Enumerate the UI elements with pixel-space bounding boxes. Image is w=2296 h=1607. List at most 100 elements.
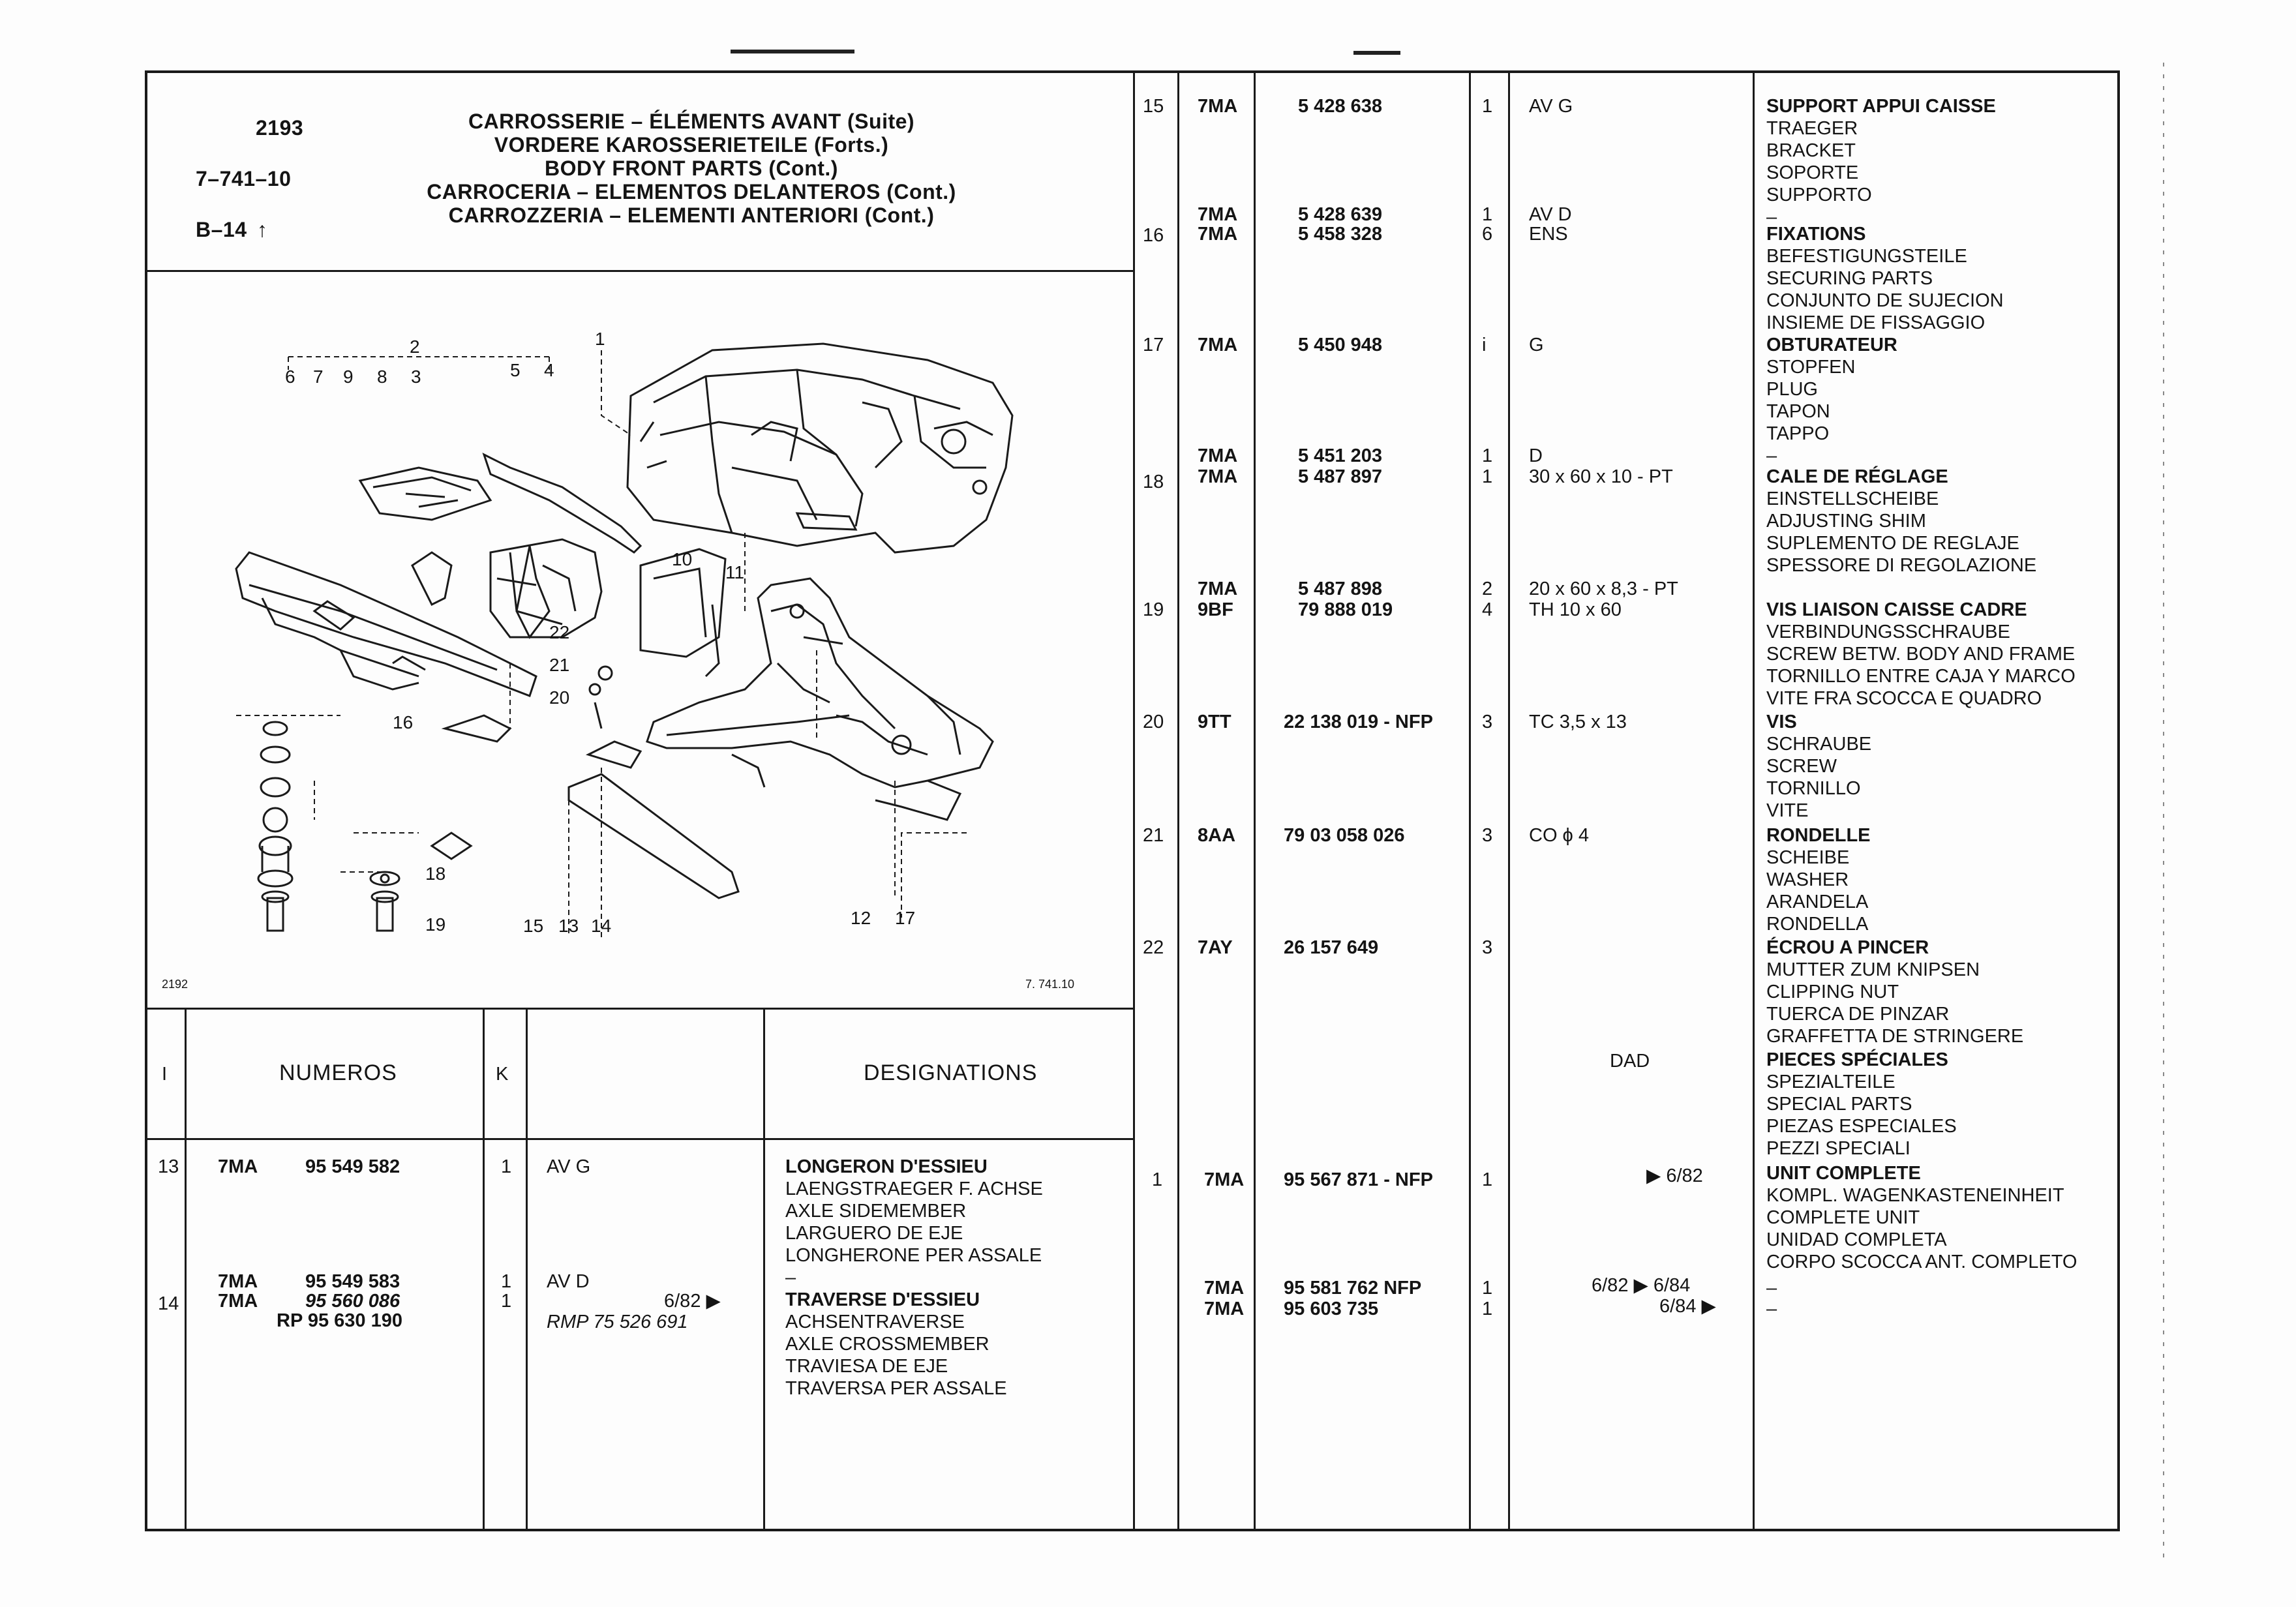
designation-es: TORNILLO ENTRE CAJA Y MARCO: [1766, 666, 2076, 687]
column-divider: [763, 1008, 765, 1531]
designation-de: LAENGSTRAEGER F. ACHSE: [785, 1179, 1043, 1199]
designation-es: ARANDELA: [1766, 892, 1869, 912]
row-index: 15: [1143, 96, 1164, 117]
part-number: 95 567 871 - NFP: [1284, 1169, 1433, 1190]
specification: TC 3,5 x 13: [1529, 712, 1627, 732]
designation-fr: LONGERON D'ESSIEU: [785, 1156, 988, 1177]
callout-18: 18: [425, 864, 446, 884]
part-number: 5 428 638: [1298, 96, 1383, 117]
quantity: 1: [1482, 1169, 1493, 1190]
designation-de: TRAEGER: [1766, 118, 1858, 139]
row-index: 20: [1143, 712, 1164, 732]
designation-list: FIXATIONS BEFESTIGUNGSTEILE SECURING PAR…: [1766, 223, 2004, 334]
designation-list: CALE DE RÉGLAGE EINSTELLSCHEIBE ADJUSTIN…: [1766, 466, 2036, 577]
designation-de: KOMPL. WAGENKASTENEINHEIT: [1766, 1185, 2064, 1206]
column-header-index: I: [162, 1064, 168, 1085]
designation-es: PIEZAS ESPECIALES: [1766, 1116, 1957, 1137]
part-prefix: 7MA: [218, 1156, 258, 1177]
date-range: 6/82 ▶: [664, 1291, 721, 1312]
specification: D: [1529, 445, 1543, 466]
designation-es: TUERCA DE PINZAR: [1766, 1004, 1950, 1025]
designation-en: BRACKET: [1766, 140, 1856, 161]
quantity: 1: [1482, 1299, 1493, 1319]
quantity: 1: [1482, 1278, 1493, 1299]
designation-es: CONJUNTO DE SUJECION: [1766, 290, 2004, 311]
designation-fr: FIXATIONS: [1766, 224, 1866, 245]
callout-11: 11: [725, 562, 744, 582]
specification: CO ϕ 4: [1529, 825, 1589, 846]
part-prefix: 7MA: [1204, 1278, 1245, 1299]
designation-list: SUPPORT APPUI CAISSE TRAEGER BRACKET SOP…: [1766, 95, 1996, 228]
designation-de: SCHEIBE: [1766, 847, 1850, 868]
page-frame: [145, 70, 2120, 1531]
designation-it: TRAVERSA PER ASSALE: [785, 1378, 1007, 1399]
specification: AV D: [547, 1271, 590, 1292]
part-number-replacement: RP 95 630 190: [277, 1310, 402, 1331]
quantity: 3: [1482, 825, 1493, 846]
header-divider: [145, 270, 1134, 272]
front-body-shell: [626, 342, 1014, 554]
part-prefix: 7MA: [1198, 445, 1238, 466]
designation-fr: UNIT COMPLETE: [1766, 1163, 1921, 1184]
row-index: 13: [158, 1156, 179, 1177]
callout-7: 7: [313, 367, 324, 387]
row-index: 18: [1143, 472, 1164, 492]
column-divider: [185, 1008, 187, 1531]
designation-es: TAPON: [1766, 401, 1830, 422]
designation-list: VIS LIAISON CAISSE CADRE VERBINDUNGSSCHR…: [1766, 599, 2076, 710]
part-number: 95 549 583: [305, 1271, 400, 1292]
designation-fr: CALE DE RÉGLAGE: [1766, 466, 1948, 487]
part-prefix: 7MA: [1204, 1299, 1245, 1319]
designation-it: CORPO SCOCCA ANT. COMPLETO: [1766, 1252, 2077, 1272]
specification: 30 x 60 x 10 - PT: [1529, 466, 1673, 487]
row-index: 19: [1143, 599, 1164, 620]
callout-20: 20: [549, 687, 569, 708]
designation-list: UNIT COMPLETE KOMPL. WAGENKASTENEINHEIT …: [1766, 1162, 2077, 1273]
designation-de: ACHSENTRAVERSE: [785, 1312, 965, 1332]
designation-de: MUTTER ZUM KNIPSEN: [1766, 959, 1980, 980]
part-prefix: 7MA: [1198, 578, 1238, 599]
section-code: DAD: [1610, 1051, 1650, 1072]
designation-separator: –: [1766, 445, 1777, 466]
part-prefix: 7AY: [1198, 937, 1233, 958]
callout-9: 9: [343, 367, 354, 387]
designation-en: WASHER: [1766, 869, 1849, 890]
side-box-bracket: [489, 538, 603, 638]
designation-en: SCREW: [1766, 756, 1837, 777]
column-divider: [1469, 70, 1471, 1531]
date-range: ▶ 6/82: [1646, 1165, 1703, 1186]
part-prefix: 7MA: [218, 1271, 258, 1292]
longitudinal-bar: [567, 773, 740, 899]
part-number: 22 138 019 - NFP: [1284, 712, 1433, 732]
callout-17: 17: [895, 908, 915, 928]
designation-fr: PIECES SPÉCIALES: [1766, 1049, 1948, 1070]
part-number: 95 560 086: [305, 1291, 400, 1312]
designation-it: SPESSORE DI REGOLAZIONE: [1766, 555, 2037, 576]
column-header-designations: DESIGNATIONS: [864, 1060, 1038, 1085]
designation-it: SUPPORTO: [1766, 185, 1872, 205]
specification: AV D: [1529, 204, 1572, 225]
designation-en: SPECIAL PARTS: [1766, 1094, 1912, 1115]
column-header-numbers: NUMEROS: [279, 1060, 397, 1085]
title-it: CARROZZERIA – ELEMENTI ANTERIORI (Cont.): [448, 203, 935, 227]
designation-de: BEFESTIGUNGSTEILE: [1766, 246, 1967, 267]
callout-labels: 6 7 9 8 3 2 5 4 1 10 11 22 21 20 16 18 1…: [285, 329, 915, 936]
designation-list: ÉCROU A PINCER MUTTER ZUM KNIPSEN CLIPPI…: [1766, 937, 2023, 1047]
row-index: 17: [1143, 335, 1164, 355]
designation-list: LONGERON D'ESSIEU LAENGSTRAEGER F. ACHSE…: [785, 1156, 1043, 1289]
part-number: 5 428 639: [1298, 204, 1383, 225]
column-divider: [1753, 70, 1755, 1531]
designation-separator: –: [1766, 1299, 1777, 1319]
specification: AV G: [1529, 96, 1573, 117]
specification: 20 x 60 x 8,3 - PT: [1529, 578, 1678, 599]
front-crossmember-assembly: [235, 453, 642, 697]
designation-it: VITE: [1766, 800, 1809, 821]
figure-code-right: 7. 741.10: [1025, 978, 1074, 991]
row-index: 1: [1152, 1169, 1163, 1190]
quantity: 6: [1482, 224, 1493, 245]
part-number: 79 888 019: [1298, 599, 1393, 620]
title-en: BODY FRONT PARTS (Cont.): [545, 157, 838, 180]
fastener-parts: [257, 665, 642, 932]
designation-es: TORNILLO: [1766, 778, 1861, 799]
designation-fr: RONDELLE: [1766, 825, 1871, 846]
